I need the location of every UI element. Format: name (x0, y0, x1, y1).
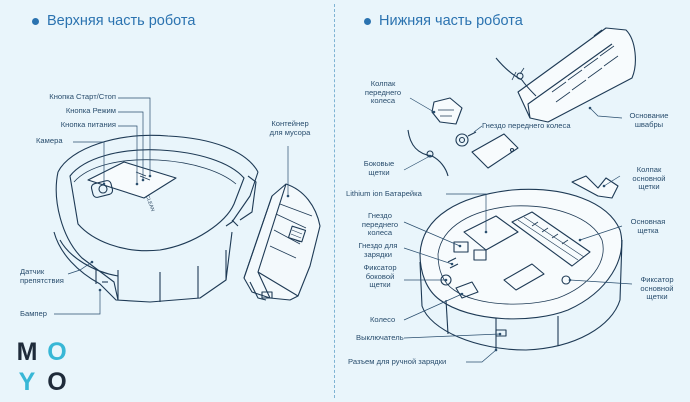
label-mode-button: Кнопка Режим (65, 106, 116, 115)
label-obstacle-sensor: Датчик препятствия (20, 267, 64, 285)
label-start-stop-button: Кнопка Старт/Стоп (49, 92, 116, 101)
panel-brand-text: CLEAN (144, 195, 155, 213)
label-switch: Выключатель (356, 333, 404, 342)
label-wheel: Колесо (370, 315, 396, 324)
logo-letter: Y (18, 368, 36, 396)
bullet-icon (32, 17, 39, 25)
bottom-side-title-text: Нижняя часть робота (379, 13, 523, 29)
top-side-title: Верхняя часть робота (32, 13, 195, 29)
label-main-brush-cap: Колпак основной щетки (632, 165, 666, 192)
label-side-brushes: Боковые щетки (363, 159, 395, 177)
robot-bottom-illustration (403, 27, 636, 363)
label-camera: Камера (36, 136, 63, 145)
bullet-icon (364, 17, 371, 25)
logo-letter: M (16, 338, 38, 366)
label-front-wheel-socket-2: Гнездо переднего колеса (361, 211, 399, 238)
label-mop-base: Основание швабры (629, 111, 669, 129)
label-bumper: Бампер (20, 309, 47, 318)
label-main-brush: Основная щетка (630, 217, 666, 235)
label-charging-socket: Гнездо для зарядки (358, 241, 398, 259)
label-dust-container: Контейнер для мусора (269, 119, 311, 137)
top-side-panel: Верхняя часть робота (0, 0, 335, 402)
label-battery: Lithium ion Батарейка (346, 189, 422, 198)
bottom-side-title: Нижняя часть робота (364, 13, 523, 29)
label-power-button: Кнопка питания (60, 120, 116, 129)
label-manual-charge-port: Разъем для ручной зарядки (348, 357, 447, 366)
panel-divider (334, 4, 335, 398)
robot-top-illustration: CLEAN (53, 97, 321, 315)
label-front-wheel-socket: Гнездо переднего колеса (482, 121, 571, 130)
label-main-brush-lock: Фиксатор основной щетки (640, 275, 674, 302)
top-side-title-text: Верхняя часть робота (47, 13, 196, 29)
moyo-logo: M O Y O (12, 337, 72, 397)
bottom-side-panel: Нижняя часть робота (336, 0, 690, 402)
label-front-wheel-cap: Колпак переднего колеса (364, 79, 402, 106)
label-side-brush-lock: Фиксатор боковой щетки (363, 263, 397, 290)
logo-letter: O (47, 368, 67, 396)
logo-letter: O (47, 338, 67, 366)
